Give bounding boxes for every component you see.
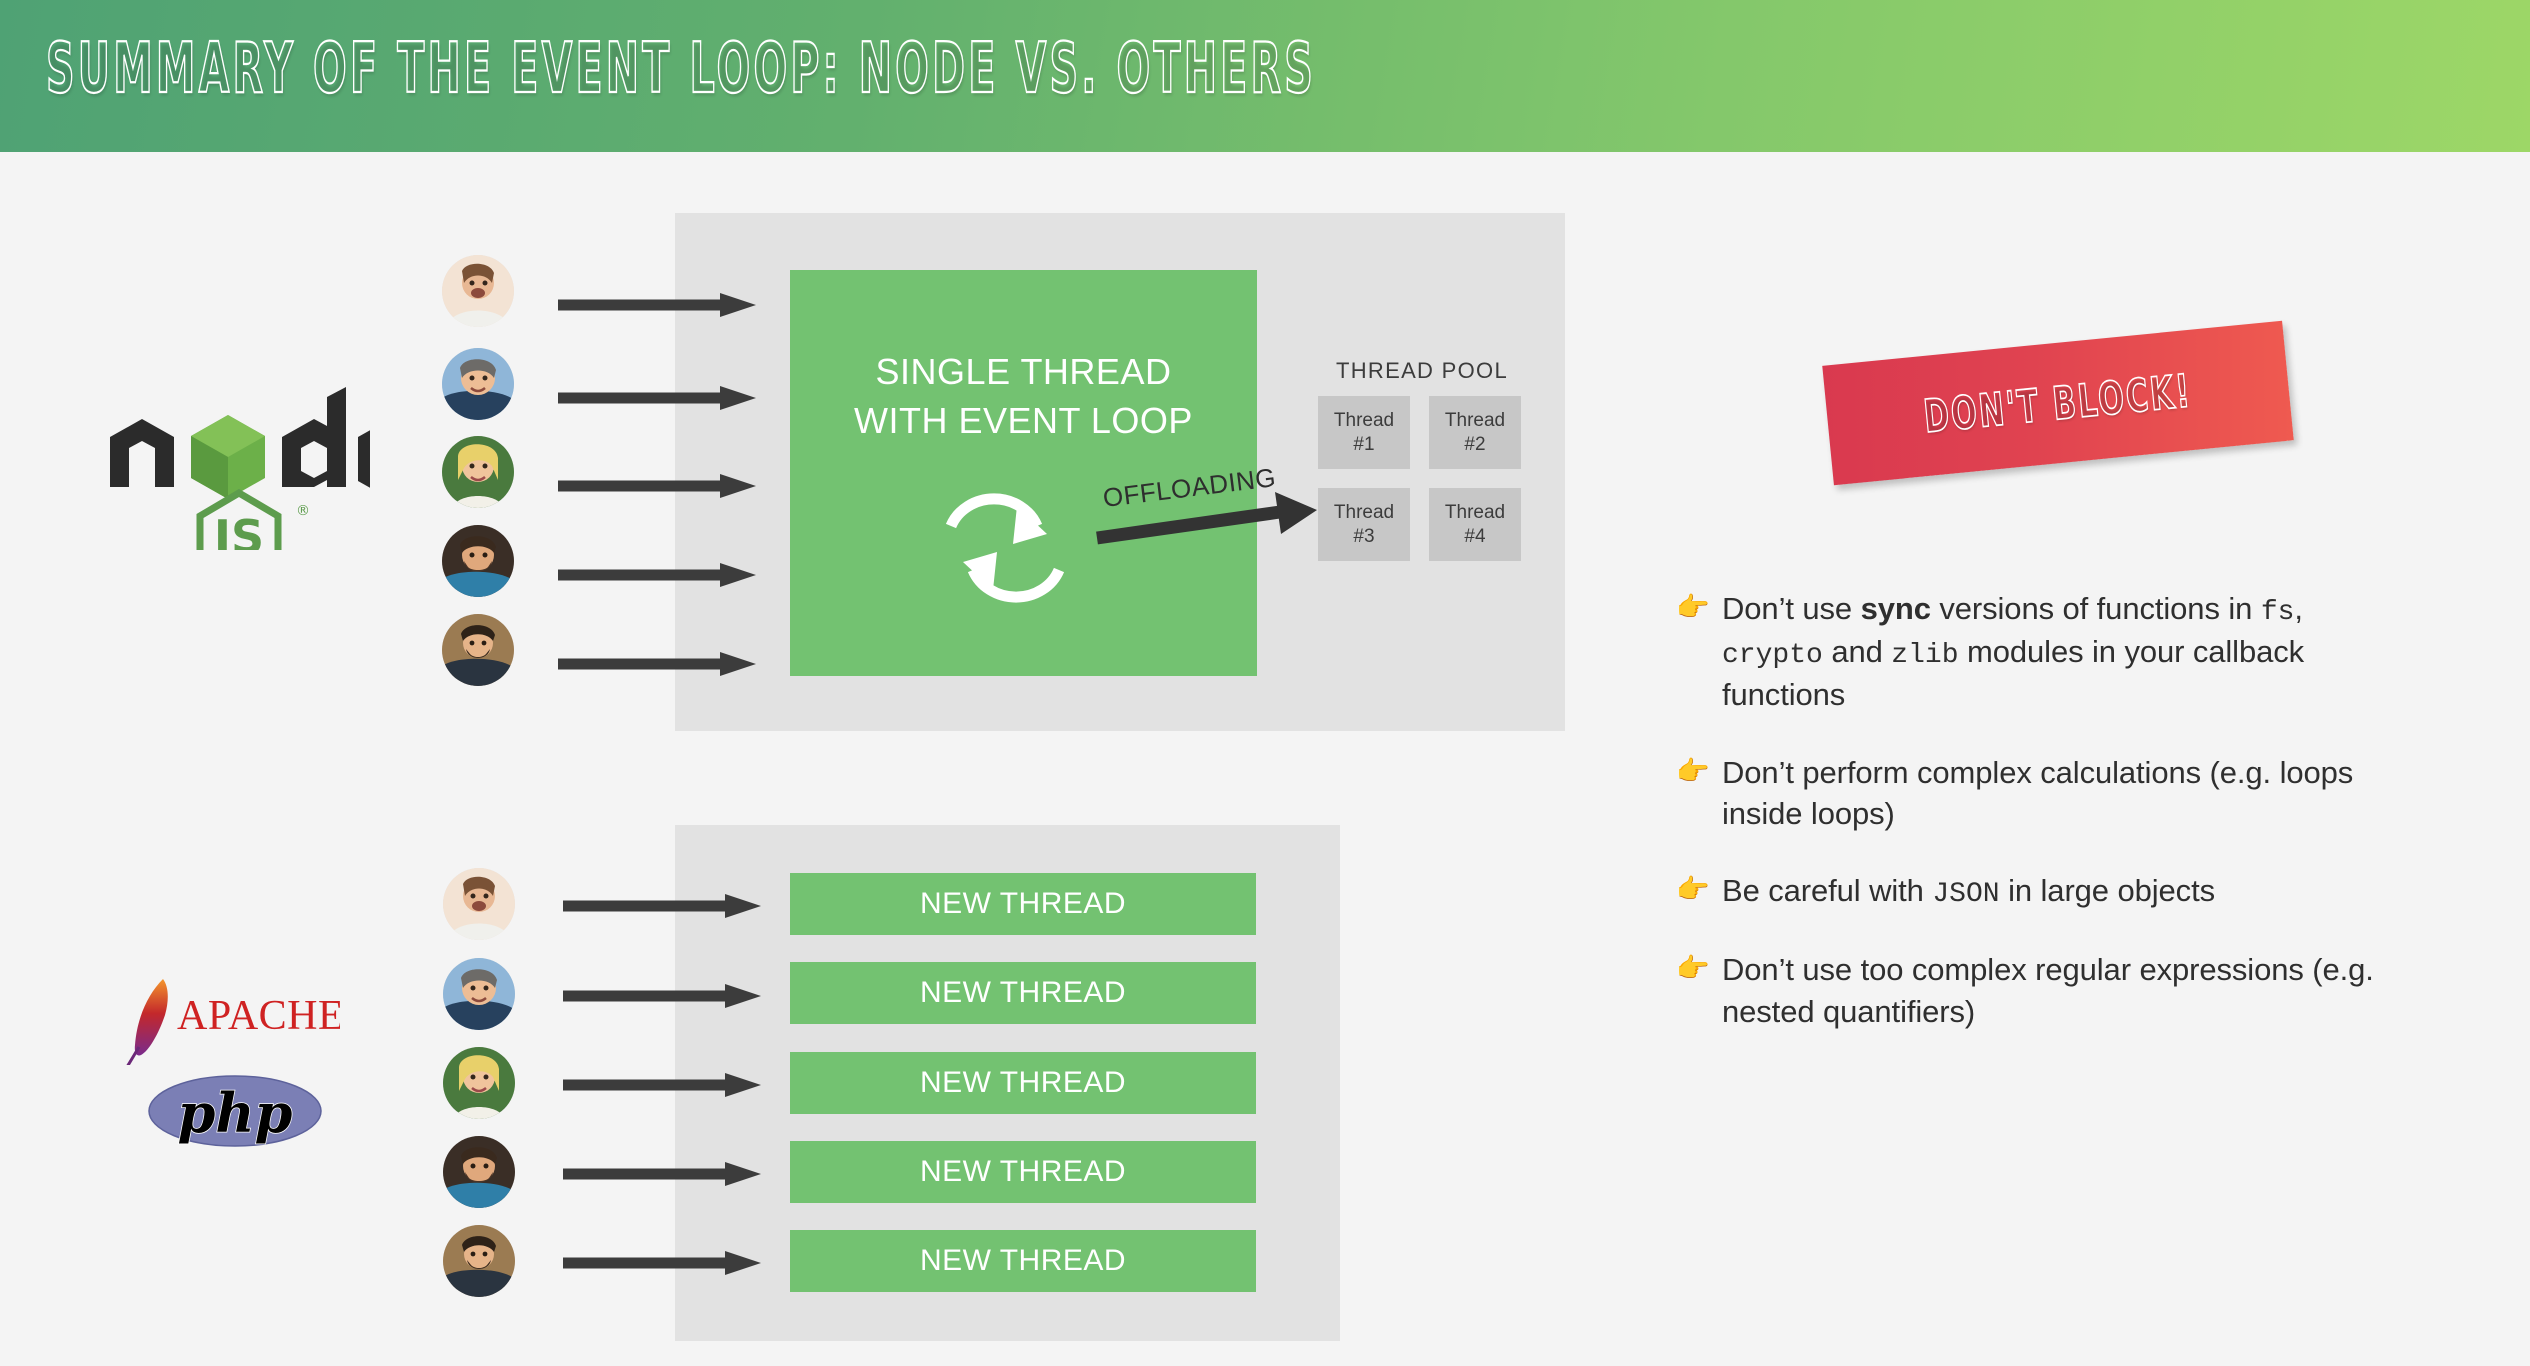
request-arrow <box>558 473 758 499</box>
svg-text:php: php <box>178 1081 293 1145</box>
avatar <box>442 255 514 327</box>
svg-text:JS: JS <box>211 510 264 550</box>
tip-text: Be careful with JSON in large objects <box>1722 873 2215 911</box>
thread-3-number: #3 <box>1353 525 1375 547</box>
thread-3-label: Thread <box>1333 501 1395 523</box>
pointing-hand-icon: 👉 <box>1676 874 1710 905</box>
single-thread-box: SINGLE THREAD WITH EVENT LOOP <box>790 270 1257 676</box>
avatar <box>443 868 515 940</box>
event-loop-icon <box>933 488 1078 608</box>
list-item: 👉 Don’t perform complex calculations (e.… <box>1676 752 2406 834</box>
request-arrow <box>558 385 758 411</box>
request-arrow <box>558 562 758 588</box>
new-thread-bar: NEW THREAD <box>790 962 1256 1024</box>
pointing-hand-icon: 👉 <box>1676 592 1710 622</box>
tip-text: Don’t perform complex calculations (e.g.… <box>1722 754 2354 831</box>
pointing-hand-icon: 👉 <box>1676 953 1710 984</box>
avatar <box>442 614 514 686</box>
thread-box-1: Thread #1 <box>1318 396 1410 469</box>
thread-2-number: #2 <box>1464 433 1486 455</box>
thread-pool-grid: Thread #1 Thread #2 Thread #3 Thread #4 <box>1318 396 1521 561</box>
single-thread-line-1: SINGLE THREAD <box>875 351 1172 392</box>
thread-box-4: Thread #4 <box>1429 488 1521 561</box>
request-arrow <box>563 1161 763 1187</box>
tips-list: 👉 Don’t use sync versions of functions i… <box>1676 588 2406 1068</box>
single-thread-label: SINGLE THREAD WITH EVENT LOOP <box>790 348 1257 445</box>
request-arrow <box>558 651 758 677</box>
php-logo: php <box>148 1075 323 1147</box>
thread-box-2: Thread #2 <box>1429 396 1521 469</box>
dont-block-banner: DON'T BLOCK! <box>1822 320 2294 486</box>
thread-2-label: Thread <box>1444 409 1506 431</box>
request-arrow <box>563 1072 763 1098</box>
request-arrow <box>563 893 763 919</box>
new-thread-bar: NEW THREAD <box>790 873 1256 935</box>
single-thread-line-2: WITH EVENT LOOP <box>854 399 1193 441</box>
svg-text:®: ® <box>296 503 310 519</box>
slide-header: SUMMARY OF THE EVENT LOOP: NODE VS. OTHE… <box>0 0 2530 152</box>
svg-text:APACHE: APACHE <box>177 993 340 1039</box>
avatar <box>442 436 514 508</box>
pointing-hand-icon: 👉 <box>1676 755 1710 786</box>
node-architecture-panel: SINGLE THREAD WITH EVENT LOOP <box>675 213 1565 731</box>
avatar <box>443 958 515 1030</box>
list-item: 👉 Don’t use sync versions of functions i… <box>1676 588 2406 716</box>
thread-4-number: #4 <box>1464 525 1486 547</box>
tip-text: Don’t use sync versions of functions in … <box>1722 591 2305 713</box>
avatar <box>442 525 514 597</box>
request-arrow <box>563 983 763 1009</box>
avatar <box>443 1225 515 1297</box>
apache-logo: APACHE <box>125 975 344 1068</box>
avatar <box>443 1047 515 1119</box>
thread-1-label: Thread <box>1333 409 1395 431</box>
list-item: 👉 Don’t use too complex regular expressi… <box>1676 949 2406 1031</box>
list-item: 👉 Be careful with JSON in large objects <box>1676 870 2406 913</box>
tip-text: Don’t use too complex regular expression… <box>1722 952 2374 1029</box>
thread-1-number: #1 <box>1353 433 1375 455</box>
avatar <box>443 1136 515 1208</box>
thread-box-3: Thread #3 <box>1318 488 1410 561</box>
dont-block-text: DON'T BLOCK! <box>1921 363 2195 443</box>
thread-4-label: Thread <box>1444 501 1506 523</box>
nodejs-logo: JS ® <box>100 375 422 590</box>
request-arrow <box>563 1250 763 1276</box>
new-thread-bar: NEW THREAD <box>790 1230 1256 1292</box>
thread-pool-title: THREAD POOL <box>1336 358 1508 383</box>
new-thread-bar: NEW THREAD <box>790 1052 1256 1114</box>
page-title: SUMMARY OF THE EVENT LOOP: NODE VS. OTHE… <box>45 26 1316 110</box>
new-thread-bar: NEW THREAD <box>790 1141 1256 1203</box>
avatar <box>442 348 514 420</box>
request-arrow <box>558 292 758 318</box>
offloading-arrow <box>1095 490 1325 570</box>
